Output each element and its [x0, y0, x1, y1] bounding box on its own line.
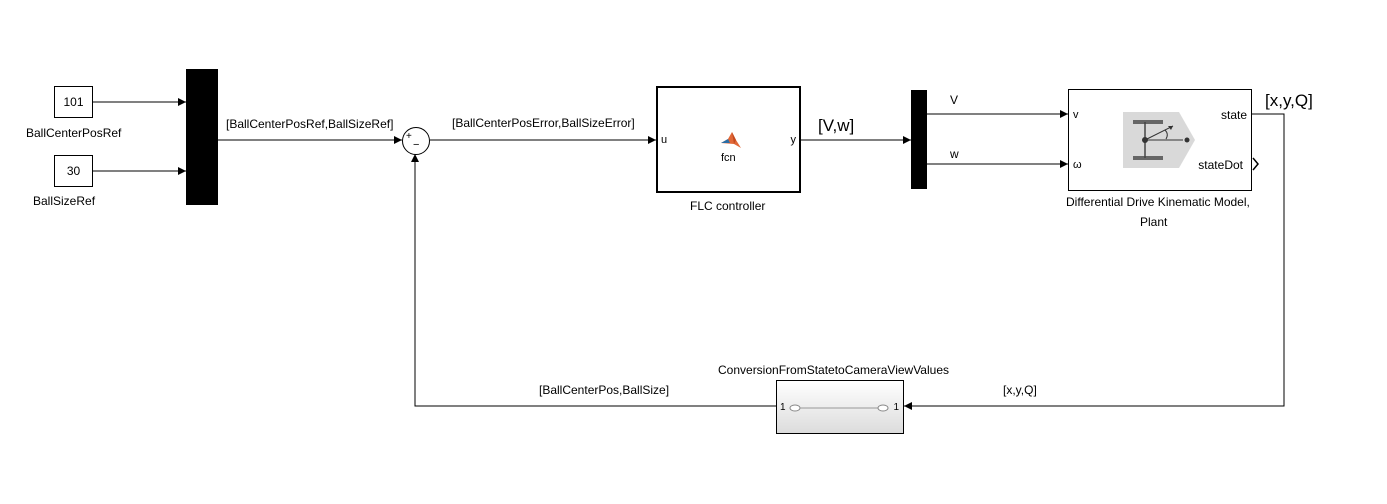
- signal-label-feedback-in: [x,y,Q]: [1003, 383, 1037, 397]
- demux-block[interactable]: [911, 90, 927, 189]
- statedot-port-arrow-icon: [1252, 157, 1259, 171]
- plant-port-v: v: [1073, 109, 1079, 121]
- subsystem-connector-icon: [789, 404, 889, 412]
- controller-name: FLC controller: [690, 199, 766, 213]
- sum-block[interactable]: + −: [402, 127, 430, 155]
- differential-drive-robot-icon: [1123, 112, 1195, 168]
- wire-state-feedback: [904, 113, 1285, 410]
- constant-value: 101: [63, 95, 84, 109]
- signal-label-v: V: [950, 93, 959, 107]
- matlab-logo-icon: [721, 132, 741, 148]
- conversion-subsystem-block[interactable]: 1 1: [776, 380, 904, 434]
- plant-block[interactable]: v ω state stateDot: [1068, 89, 1252, 191]
- signal-label-w: w: [950, 147, 959, 161]
- signal-label-controller-out: [V,w]: [818, 116, 855, 135]
- flc-controller-block[interactable]: u y fcn: [656, 86, 801, 193]
- plant-name-line2: Plant: [1140, 215, 1168, 229]
- conversion-port-out: 1: [893, 402, 899, 413]
- sum-minus-sign: −: [413, 139, 420, 151]
- signal-label-error: [BallCenterPosError,BallSizeError]: [452, 116, 635, 130]
- mux-block[interactable]: [186, 69, 218, 205]
- plant-name-line1: Differential Drive Kinematic Model,: [1066, 195, 1250, 209]
- sum-plus-sign: +: [406, 131, 412, 142]
- signal-label-mux-out: [BallCenterPosRef,BallSizeRef]: [226, 117, 394, 131]
- controller-port-out: y: [790, 134, 797, 146]
- conversion-name: ConversionFromStatetoCameraViewValues: [718, 363, 949, 377]
- controller-port-in: u: [661, 134, 668, 146]
- conversion-port-in: 1: [780, 402, 786, 413]
- constant-value: 30: [66, 164, 81, 178]
- constant-label-ref-size: BallSizeRef: [33, 194, 96, 208]
- constant-block-ref-size[interactable]: 30: [54, 155, 93, 187]
- signal-label-feedback-out: [BallCenterPos,BallSize]: [539, 383, 670, 397]
- signal-label-state-out: [x,y,Q]: [1265, 91, 1313, 110]
- plant-port-state: state: [1220, 108, 1247, 122]
- constant-label-ref-pos: BallCenterPosRef: [26, 126, 122, 140]
- controller-fcn-label: fcn: [721, 152, 736, 164]
- wire-feedback-to-sum: [411, 154, 776, 407]
- plant-port-statedot: stateDot: [1198, 158, 1243, 172]
- constant-block-ref-pos[interactable]: 101: [54, 86, 93, 118]
- plant-port-w: ω: [1073, 159, 1082, 171]
